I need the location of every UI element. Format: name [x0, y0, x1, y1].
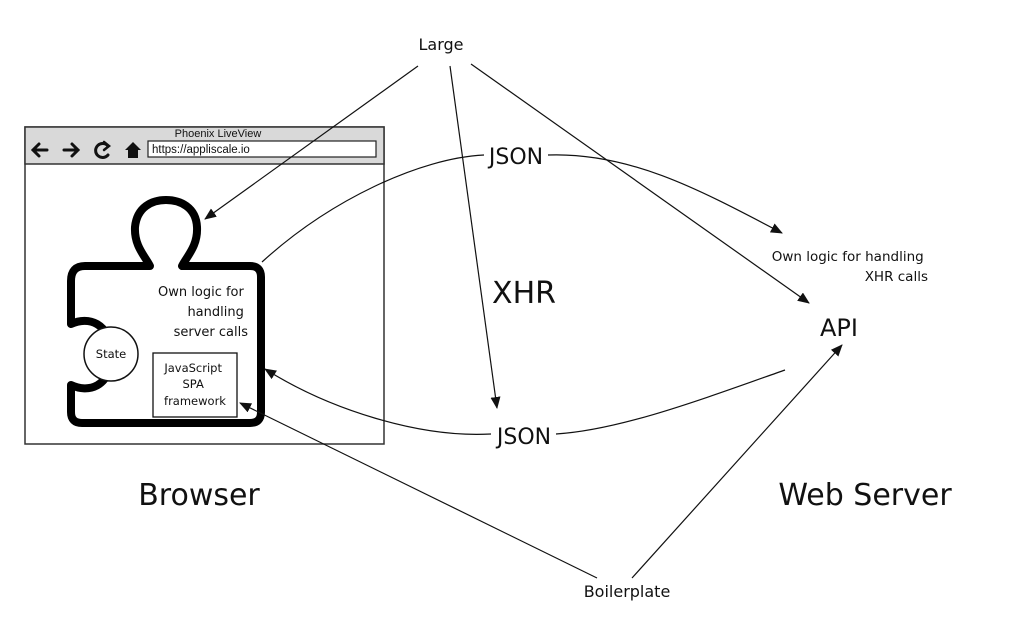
label-boilerplate: Boilerplate	[584, 582, 671, 601]
arrow-json-top-to-own-logic	[547, 154, 783, 234]
connections	[204, 63, 843, 579]
arrow-right-icon[interactable]	[62, 142, 81, 158]
url-field[interactable]	[147, 140, 377, 158]
spa-framework-label: JavaScript SPA framework	[163, 361, 226, 408]
label-xhr: XHR	[492, 276, 556, 311]
puzzle-piece: Own logic for handling server calls Stat…	[67, 196, 265, 427]
arrow-left-icon[interactable]	[30, 142, 49, 158]
label-api: API	[820, 314, 858, 342]
reload-icon[interactable]	[94, 140, 112, 159]
own-logic-xhr-line2: XHR calls	[865, 269, 928, 285]
browser-title: Phoenix LiveView	[175, 128, 262, 140]
state-circle	[83, 326, 139, 382]
puzzle-text-line2: handling	[187, 305, 243, 320]
arrow-boilerplate-to-api	[631, 344, 843, 579]
curve-api-to-json-bottom	[555, 369, 786, 435]
home-icon[interactable]	[125, 142, 141, 158]
own-logic-xhr-line1: Own logic for handling	[772, 249, 924, 265]
arrow-large-to-api	[470, 63, 810, 304]
state-label: State	[96, 347, 126, 361]
url-text: https://appliscale.io	[152, 144, 250, 156]
label-json-bottom: JSON	[495, 425, 551, 450]
spa-line3: framework	[164, 394, 226, 408]
arrow-json-bottom-to-puzzle	[264, 368, 492, 435]
puzzle-description: Own logic for handling server calls	[158, 285, 248, 340]
arrow-large-to-puzzle	[204, 65, 419, 220]
arrow-large-to-json-bottom	[449, 65, 501, 409]
puzzle-text-line3: server calls	[174, 325, 249, 340]
spa-line2: SPA	[182, 377, 203, 391]
puzzle-text-line1: Own logic for	[158, 285, 244, 300]
arrow-boilerplate-to-spa	[239, 402, 598, 579]
label-browser: Browser	[138, 478, 260, 513]
spa-line1: JavaScript	[163, 361, 222, 375]
spa-framework-box	[152, 352, 238, 418]
label-own-logic-xhr: Own logic for handling XHR calls	[772, 249, 928, 285]
label-web-server: Web Server	[778, 478, 952, 513]
curve-puzzle-to-json-top	[261, 154, 485, 263]
label-json-top: JSON	[487, 145, 543, 170]
label-large: Large	[418, 35, 463, 54]
